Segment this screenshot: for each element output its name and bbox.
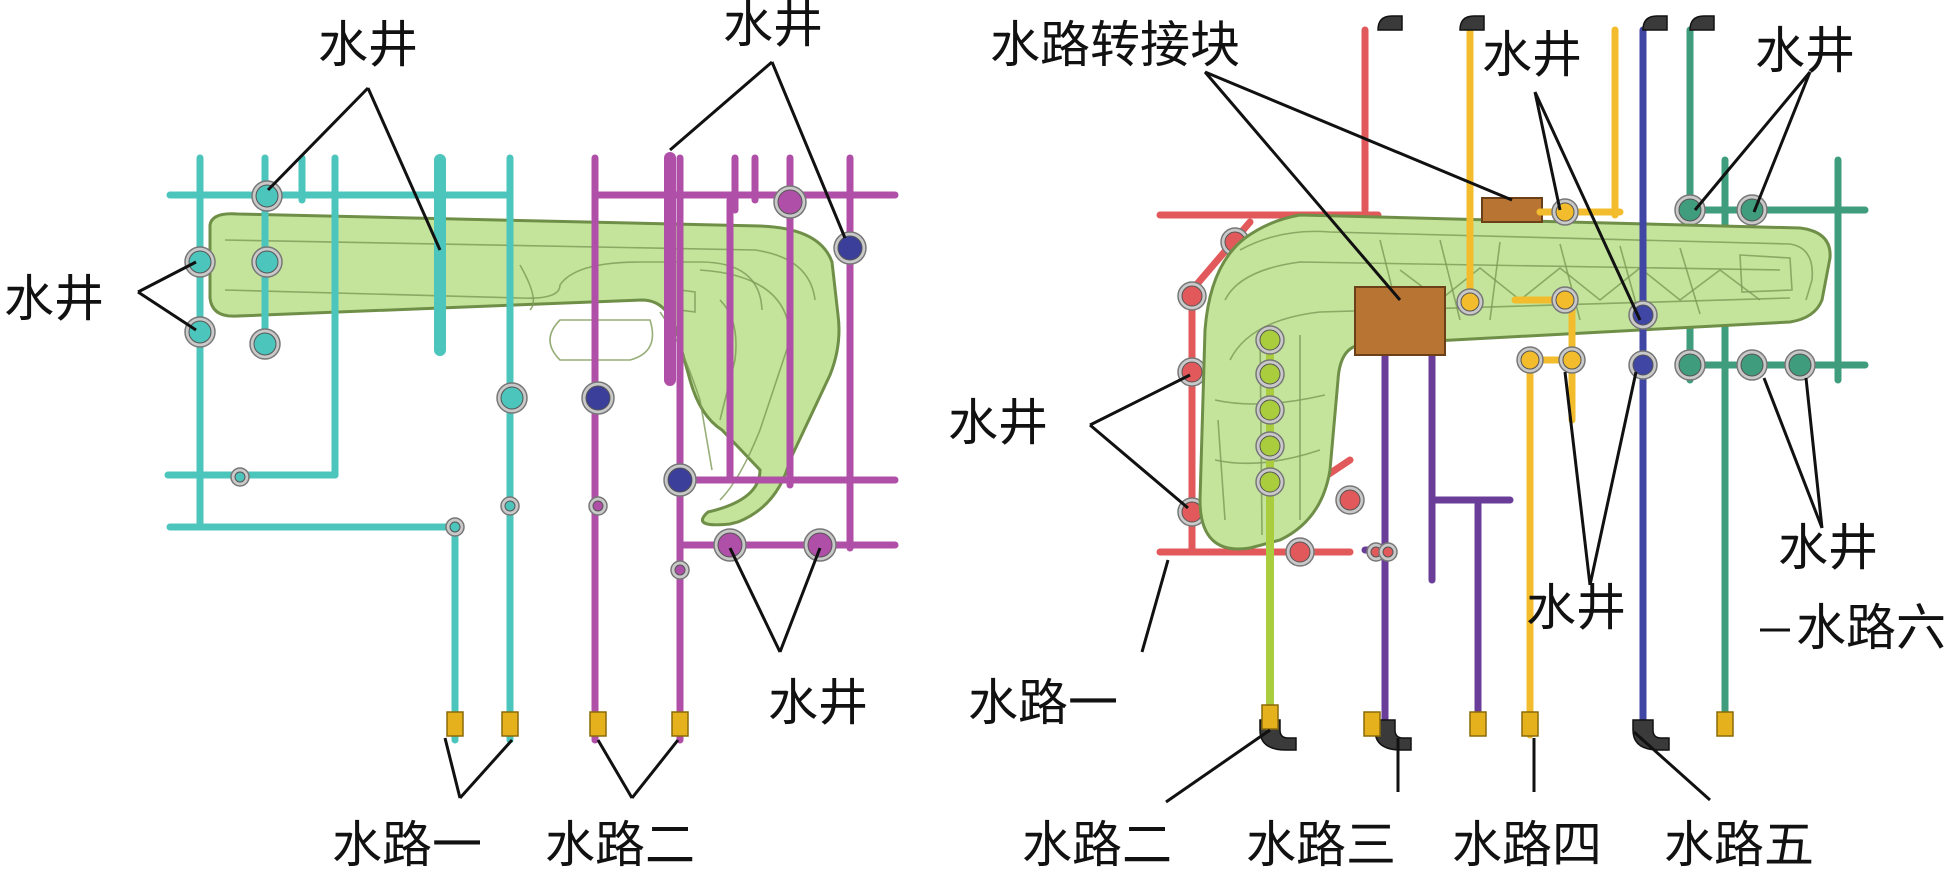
label-left-circuit-1: 水路一 bbox=[332, 816, 482, 874]
label-left-well-bottom-right: 水井 bbox=[768, 674, 868, 732]
leader-left-circuit-1 bbox=[443, 737, 514, 800]
fitting bbox=[1261, 704, 1279, 730]
cyan-well bbox=[188, 250, 212, 274]
magenta-well bbox=[807, 532, 833, 558]
fitting bbox=[1363, 711, 1381, 737]
label-right-circuit-6: 水路六 bbox=[1796, 599, 1946, 657]
green-well bbox=[1788, 353, 1812, 377]
fitting bbox=[589, 711, 607, 737]
yellow-green-well bbox=[1259, 363, 1281, 385]
navy-well bbox=[837, 235, 863, 261]
label-right-circuit-2: 水路二 bbox=[1022, 816, 1172, 874]
label-right-circuit-1: 水路一 bbox=[968, 674, 1118, 732]
leader-left-well-top-left bbox=[266, 86, 442, 251]
fitting bbox=[671, 711, 689, 737]
yellow-green-well bbox=[1259, 329, 1281, 351]
green-well bbox=[1740, 198, 1764, 222]
right-leaders bbox=[1089, 70, 1824, 804]
leader-right-circuit-5 bbox=[1632, 730, 1712, 802]
label-right-well-left: 水井 bbox=[948, 394, 1048, 452]
yellow-well bbox=[1562, 350, 1582, 370]
leader-right-well-right bbox=[1762, 377, 1824, 529]
blue-well bbox=[1632, 354, 1654, 376]
leader-left-well-left bbox=[137, 260, 197, 332]
label-right-well-right: 水井 bbox=[1778, 519, 1878, 577]
magenta-well bbox=[717, 532, 743, 558]
leader-left-circuit-2 bbox=[596, 739, 680, 799]
leader-left-well-bottom-right bbox=[728, 547, 822, 653]
label-right-circuit-4: 水路四 bbox=[1452, 816, 1602, 874]
right-mold-detail bbox=[1214, 230, 1814, 536]
yellow-green-well bbox=[1259, 471, 1281, 493]
leader-right-well-top-center bbox=[1533, 91, 1642, 321]
yellow-well bbox=[1555, 290, 1575, 310]
yellow-well bbox=[1460, 292, 1480, 312]
elbow-fitting-bottom bbox=[1632, 719, 1670, 751]
leader-right-well-center bbox=[1563, 371, 1638, 586]
leader-right-circuit-1 bbox=[1140, 559, 1170, 653]
cyan-well bbox=[500, 386, 524, 410]
adapter-block-large bbox=[1354, 286, 1446, 356]
fitting bbox=[1716, 711, 1734, 737]
yellow-green-well bbox=[1259, 435, 1281, 457]
cyan-joint bbox=[234, 471, 246, 483]
left-front-pipes bbox=[164, 152, 899, 744]
leader-right-well-top-right bbox=[1693, 71, 1812, 213]
left-leaders bbox=[137, 60, 847, 800]
label-left-well-top-left: 水井 bbox=[318, 16, 418, 74]
leader-right-well-left bbox=[1089, 373, 1191, 510]
navy-well bbox=[667, 467, 693, 493]
label-right-adapter-block: 水路转接块 bbox=[990, 16, 1240, 74]
label-right-well-top-center: 水井 bbox=[1482, 26, 1582, 84]
red-well bbox=[1339, 489, 1361, 511]
red-well bbox=[1181, 285, 1203, 307]
magenta-well bbox=[777, 189, 803, 215]
elbow-fitting-top bbox=[1459, 15, 1485, 31]
elbow-fitting-top bbox=[1642, 15, 1668, 31]
navy-well bbox=[585, 385, 611, 411]
cyan-well bbox=[255, 184, 279, 208]
elbow-fitting-top bbox=[1689, 15, 1715, 31]
green-well bbox=[1678, 198, 1702, 222]
leader-left-well-top-right bbox=[669, 60, 847, 239]
cyan-well bbox=[255, 250, 279, 274]
label-left-well-top-right: 水井 bbox=[723, 0, 823, 54]
cyan-well bbox=[188, 320, 212, 344]
right-back-pipes bbox=[1156, 26, 1869, 736]
yellow-green-well bbox=[1259, 399, 1281, 421]
red-joint bbox=[1382, 546, 1394, 558]
red-well bbox=[1289, 541, 1311, 563]
fitting bbox=[1521, 711, 1539, 737]
fitting bbox=[501, 711, 519, 737]
cyan-joint bbox=[504, 500, 516, 512]
elbow-fitting-top bbox=[1377, 15, 1403, 31]
elbow-fitting-bottom bbox=[1374, 719, 1412, 751]
cyan-well bbox=[253, 332, 277, 356]
cyan-joint bbox=[449, 521, 461, 533]
label-left-well-left: 水井 bbox=[4, 270, 104, 328]
leader-right-circuit-2 bbox=[1165, 728, 1271, 804]
right-front-pipes bbox=[1255, 15, 1734, 751]
left-figure: 水井 水井 水井 水井 水路一 水路二 bbox=[4, 0, 899, 874]
label-left-circuit-2: 水路二 bbox=[545, 816, 695, 874]
magenta-joint bbox=[674, 564, 686, 576]
magenta-joint bbox=[592, 500, 604, 512]
yellow-well bbox=[1520, 350, 1540, 370]
blue-well bbox=[1632, 304, 1654, 326]
label-right-well-top-right: 水井 bbox=[1755, 22, 1855, 80]
leader-right-adapter-block bbox=[1203, 70, 1513, 301]
fitting bbox=[446, 711, 464, 737]
label-right-circuit-5: 水路五 bbox=[1664, 816, 1814, 874]
fitting bbox=[1469, 711, 1487, 737]
adapter-block-small bbox=[1481, 197, 1543, 223]
green-well bbox=[1740, 353, 1764, 377]
label-right-circuit-3: 水路三 bbox=[1246, 816, 1396, 874]
right-figure: 水路转接块 水井 水井 水井 水井 水井 水路一 水路二 水路三 水路四 水路五… bbox=[948, 15, 1946, 874]
green-well bbox=[1678, 353, 1702, 377]
label-right-well-center: 水井 bbox=[1526, 579, 1626, 637]
